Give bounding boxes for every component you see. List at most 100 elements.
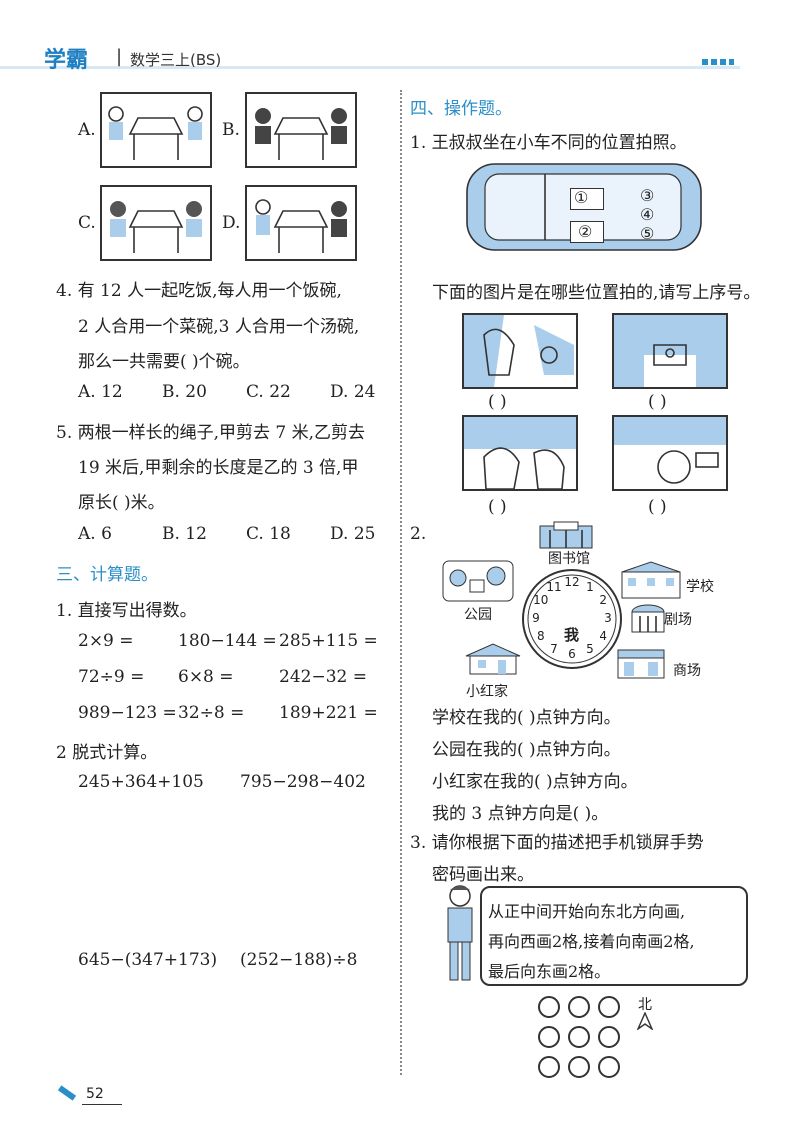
pattern-dot[interactable] — [568, 996, 590, 1018]
mall-building — [617, 649, 665, 679]
calc1-r2-c2: 6×8 = — [178, 667, 234, 687]
q4-option-c: C. 22 — [246, 382, 291, 402]
q2-line-2: 公园在我的( )点钟方向。 — [432, 740, 621, 760]
q3-option-b-label: B. — [222, 120, 240, 140]
pattern-dot[interactable] — [568, 1026, 590, 1048]
q3-option-d-picture — [245, 185, 357, 261]
clock-number: 6 — [568, 647, 576, 661]
clock-number: 11 — [546, 579, 562, 594]
xiaohong-house — [465, 643, 521, 675]
calc1-r1-c1: 2×9 = — [78, 631, 134, 651]
photo-2-answer[interactable]: ( ) — [648, 392, 667, 412]
footer-pencil-icon — [57, 1085, 77, 1101]
north-label: 北 — [638, 997, 652, 1013]
speech-line-3: 最后向东画2格。 — [488, 962, 611, 981]
q5-option-c: C. 18 — [246, 524, 291, 544]
op-q1-title: 1. 王叔叔坐在小车不同的位置拍照。 — [410, 133, 687, 153]
calc2-expr-1: 245+364+105 — [78, 772, 204, 792]
theater-building — [631, 604, 665, 633]
place-library: 图书馆 — [548, 551, 590, 567]
pattern-dot[interactable] — [538, 1056, 560, 1078]
calc1-r2-c3: 242−32 = — [279, 667, 367, 687]
q4-option-a: A. 12 — [78, 382, 123, 402]
page-number: 52 — [86, 1086, 104, 1102]
boy-figure — [447, 885, 473, 981]
book-title: 数学三上(BS) — [130, 51, 222, 69]
calc2-expr-2: 795−298−402 — [240, 772, 366, 792]
place-mall: 商场 — [673, 663, 701, 679]
pattern-dot[interactable] — [598, 996, 620, 1018]
interior-photo-4 — [612, 415, 728, 491]
header-deco-dots — [702, 59, 734, 65]
photo-4-answer[interactable]: ( ) — [648, 497, 667, 517]
q5-line-1: 5. 两根一样长的绳子,甲剪去 7 米,乙剪去 — [56, 423, 366, 443]
clock-number: 3 — [604, 611, 612, 625]
clock-number: 5 — [586, 642, 594, 657]
calc2-expr-4: (252−188)÷8 — [240, 950, 358, 970]
library-building — [539, 521, 593, 549]
pattern-dot[interactable] — [538, 1026, 560, 1048]
place-school: 学校 — [686, 579, 714, 595]
clock-number: 7 — [550, 642, 558, 657]
q5-line-2: 19 米后,甲剩余的长度是乙的 3 倍,甲 — [78, 458, 359, 478]
pattern-dot[interactable] — [568, 1056, 590, 1078]
calc1-title: 1. 直接写出得数。 — [56, 601, 197, 621]
place-park: 公园 — [464, 607, 492, 623]
north-arrow-icon — [637, 1012, 653, 1030]
speech-line-1: 从正中间开始向东北方向画, — [488, 902, 686, 921]
interior-photo-1 — [462, 313, 578, 389]
photo-1-answer[interactable]: ( ) — [488, 392, 507, 412]
q4-line-3: 那么一共需要( )个碗。 — [78, 352, 250, 372]
park-scene — [442, 560, 514, 602]
q4-line-1: 4. 有 12 人一起吃饭,每人用一个饭碗, — [56, 281, 342, 301]
section-3-heading: 三、计算题。 — [56, 565, 158, 585]
seat-label-5: ⑤ — [640, 224, 655, 243]
car-seat-2 — [570, 221, 604, 243]
q4-option-d: D. 24 — [330, 382, 376, 402]
brand-logo: 学霸 — [44, 42, 88, 74]
clock-face — [522, 569, 622, 669]
speech-line-2: 再向西画2格,接着向南画2格, — [488, 932, 695, 951]
header-band — [0, 66, 740, 69]
pattern-dot[interactable] — [538, 996, 560, 1018]
q2-line-3: 小红家在我的( )点钟方向。 — [432, 772, 638, 792]
q3-option-a-label: A. — [78, 120, 96, 140]
q3-option-a-picture — [100, 92, 212, 168]
seat-label-4: ④ — [640, 205, 655, 224]
q2-line-4: 我的 3 点钟方向是( )。 — [432, 804, 609, 824]
q5-option-b: B. 12 — [162, 524, 207, 544]
seat-label-1: ① — [574, 188, 589, 207]
pattern-grid[interactable] — [538, 996, 628, 1078]
op-q2-number: 2. — [410, 524, 427, 544]
clock-number: 9 — [532, 611, 540, 625]
op-q3-line-1: 3. 请你根据下面的描述把手机锁屏手势 — [410, 833, 704, 853]
speech-bubble: 从正中间开始向东北方向画, 再向西画2格,接着向南画2格, 最后向东画2格。 — [480, 886, 748, 986]
pattern-dot[interactable] — [598, 1026, 620, 1048]
column-divider — [400, 90, 402, 1075]
q3-option-d-label: D. — [222, 213, 241, 233]
clock-number: 4 — [599, 629, 607, 643]
clock-number: 1 — [586, 579, 594, 594]
seat-label-3: ③ — [640, 186, 655, 205]
clock-number: 8 — [536, 629, 545, 643]
header-separator: | — [116, 46, 123, 67]
clock-number: 10 — [533, 593, 549, 607]
q3-option-c-picture — [100, 185, 212, 261]
q5-line-3: 原长( )米。 — [78, 493, 165, 513]
pattern-dot[interactable] — [598, 1056, 620, 1078]
calc2-expr-3: 645−(347+173) — [78, 950, 218, 970]
calc2-title: 2 脱式计算。 — [56, 743, 158, 763]
op-q1-prompt: 下面的图片是在哪些位置拍的,请写上序号。 — [432, 283, 761, 303]
place-xiaohong-home: 小红家 — [466, 684, 508, 700]
calc1-r3-c3: 189+221 = — [279, 703, 378, 723]
interior-photo-3 — [462, 415, 578, 491]
clock-center-label: 我 — [564, 626, 580, 644]
calc1-r2-c1: 72÷9 = — [78, 667, 145, 687]
q2-line-1: 学校在我的( )点钟方向。 — [432, 708, 621, 728]
q4-line-2: 2 人合用一个菜碗,3 人合用一个汤碗, — [78, 317, 360, 337]
seat-label-2: ② — [578, 222, 593, 241]
q5-option-d: D. 25 — [330, 524, 376, 544]
photo-3-answer[interactable]: ( ) — [488, 497, 507, 517]
place-theater: 剧场 — [664, 612, 692, 628]
